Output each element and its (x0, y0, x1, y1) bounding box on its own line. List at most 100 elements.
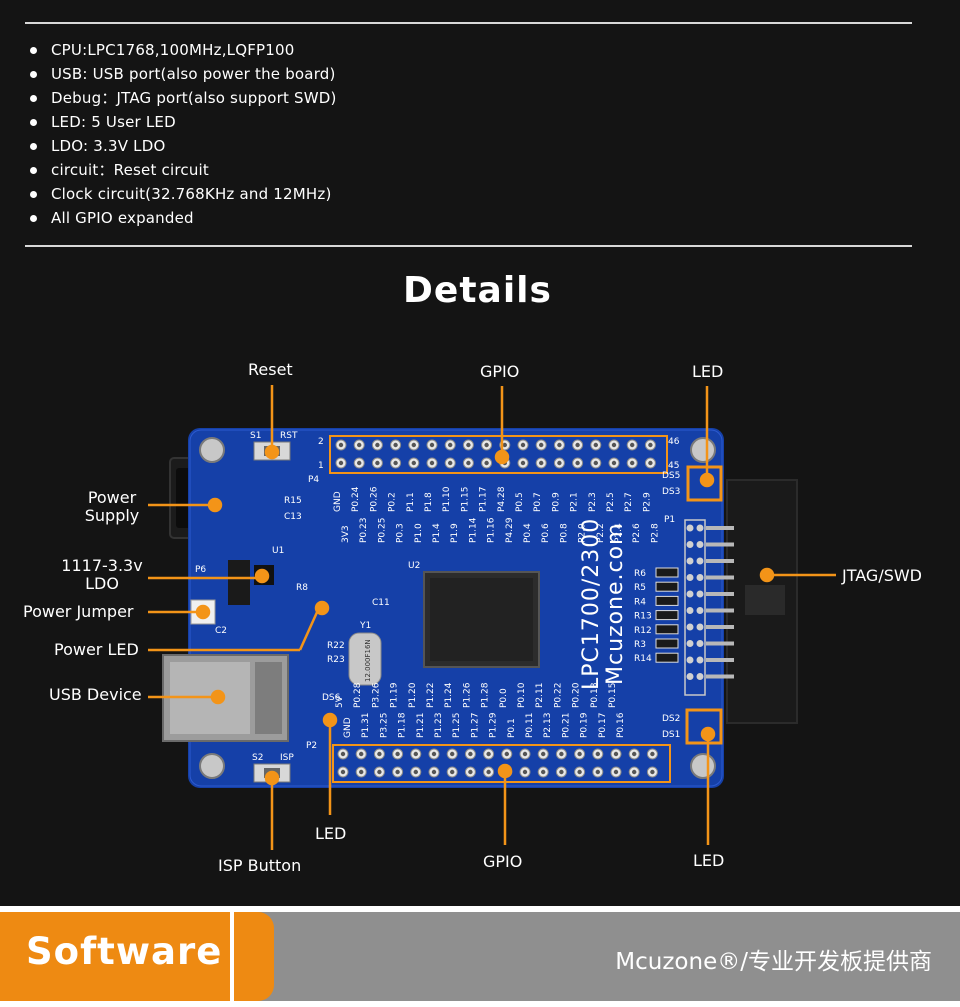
resistor (655, 610, 679, 621)
silk-res-label: R6 (634, 569, 646, 579)
silk-pin-label: P1.24 (444, 682, 454, 708)
silk-pin-label: GND (333, 491, 343, 512)
feature-item: Debug：JTAG port(also support SWD) (30, 86, 337, 110)
header-pin-hole (632, 769, 637, 775)
silk-y1: Y1 (359, 621, 371, 631)
header-pin-hole (557, 460, 562, 466)
feature-item: CPU:LPC1768,100MHz,LQFP100 (30, 38, 337, 62)
header-pin-hole (413, 751, 418, 757)
silk-pin-label: P0.22 (553, 683, 563, 708)
callout-power-led: Power LED (54, 640, 139, 659)
header-pin-hole (630, 442, 635, 448)
header-pin-hole (450, 751, 455, 757)
callout-gpio-bottom: GPIO (483, 852, 523, 871)
silk-pin-label: P2.1 (570, 492, 580, 512)
header-pin-hole (375, 442, 380, 448)
feature-item: LED: 5 User LED (30, 110, 337, 134)
crystal-text: 12.000F16N (364, 639, 372, 682)
mount-hole (690, 753, 716, 779)
board-site-text: Mcuzone.com (603, 523, 628, 686)
header-pin-hole (338, 460, 344, 466)
jtag-pin (686, 574, 694, 581)
header-pin-hole (448, 442, 453, 448)
jtag-pin-lead (706, 674, 734, 679)
callout-power-supply-line1: Power (87, 488, 137, 507)
bottom-divider (25, 245, 912, 247)
header-pin-hole (520, 442, 526, 448)
header-pin-hole (611, 460, 617, 466)
jtag-pin-lead (706, 575, 734, 580)
header-pin-hole (377, 751, 382, 757)
header-pin-hole (611, 442, 617, 448)
header-pin-hole (411, 460, 416, 466)
header-pin-hole (357, 442, 362, 448)
silk-rst: RST (280, 431, 298, 441)
header-pin-hole (630, 460, 635, 466)
silk-c11: C11 (372, 598, 390, 608)
callout-usb-device: USB Device (49, 685, 142, 704)
jtag-pin (686, 607, 694, 614)
silk-pin-label: 5V (335, 695, 345, 708)
silk-pin-label: 3V3 (341, 525, 351, 543)
details-title: Details (403, 270, 552, 311)
jtag-pin (696, 623, 704, 631)
silk-pin-label: P1.22 (426, 683, 436, 708)
silk-pin-label: P2.7 (624, 492, 634, 512)
brand-tagline: Mcuzone®/专业开发板提供商 (615, 949, 932, 975)
header-pin-hole (593, 442, 598, 448)
silk-p2: P2 (306, 741, 317, 751)
silk-pin2: 2 (318, 437, 324, 447)
header-pin-hole (522, 769, 528, 775)
jtag-pin-lead (706, 658, 734, 662)
silk-pin-label: P4.29 (505, 517, 515, 543)
callout-led-bottom-right: LED (693, 851, 725, 870)
silk-pin-label: P1.23 (434, 713, 444, 738)
silk-pin-label: P0.1 (507, 718, 517, 738)
callout-gpio-top: GPIO (480, 362, 520, 381)
silk-pin-label: P0.20 (572, 682, 582, 708)
silk-pin-label: P1.1 (406, 492, 416, 512)
silk-pin-label: P1.28 (481, 682, 491, 708)
silk-pin-label: P2.8 (650, 523, 660, 543)
silk-pin-label: P2.9 (642, 492, 652, 512)
silk-pin-label: P0.3 (396, 523, 406, 543)
silk-pin-label: P1.25 (452, 713, 462, 738)
header-pin-hole (359, 769, 364, 775)
header-pin-hole (539, 442, 544, 448)
silk-pin-label: P1.19 (390, 682, 400, 708)
silk-pin-label: P1.31 (361, 713, 371, 738)
callout-power-supply-line2: Supply (84, 506, 140, 525)
header-pin-hole (340, 769, 346, 775)
silk-pin-label: P0.19 (580, 712, 590, 738)
header-pin-hole (541, 769, 546, 775)
silk-r8: R8 (296, 583, 308, 593)
header-pin-hole (486, 751, 491, 757)
header-pin-hole (577, 769, 582, 775)
header-pin-hole (484, 442, 489, 448)
silk-pin45: 45 (668, 461, 679, 471)
silk-pin-label: P3.26 (371, 682, 381, 708)
header-pin-hole (593, 460, 598, 466)
jtag-pin (696, 557, 704, 565)
gpio-bottom-highlight (332, 744, 671, 783)
header-pin-hole (375, 460, 380, 466)
header-pin-hole (559, 769, 564, 775)
header-pin-hole (450, 769, 455, 775)
jtag-pin (686, 541, 694, 548)
header-pin-hole (650, 751, 655, 757)
silk-pin-label: P0.8 (559, 523, 569, 543)
header-pin-hole (595, 751, 600, 757)
silk-c2: C2 (215, 626, 227, 636)
jtag-pin (686, 524, 694, 532)
header-pin-hole (613, 751, 619, 757)
header-pin-hole (648, 460, 653, 466)
silk-pin-label: P4.28 (497, 486, 507, 512)
header-pin-hole (468, 769, 473, 775)
callout-jtag-swd: JTAG/SWD (842, 566, 922, 585)
mount-hole (690, 437, 716, 463)
silk-pin-label: P0.0 (499, 688, 509, 708)
footer-gray-bar (232, 912, 960, 1001)
header-pin-hole (413, 769, 418, 775)
header-pin-hole (466, 460, 471, 466)
jtag-pin (696, 524, 704, 532)
